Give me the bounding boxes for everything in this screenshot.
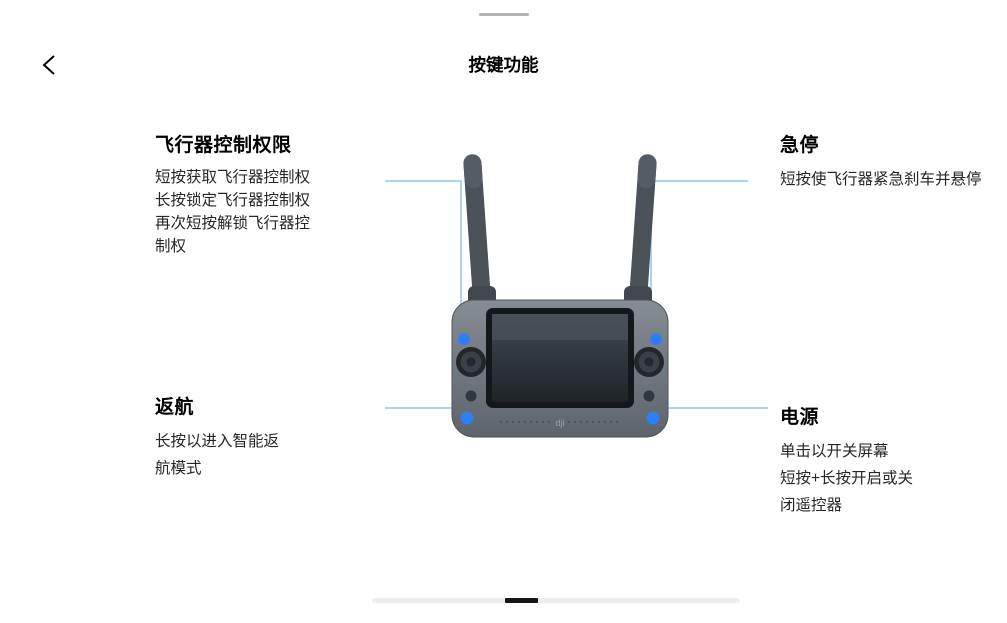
remote-controller-illustration: dji: [451, 154, 669, 438]
annotation-control-authority-line: 制权: [155, 238, 187, 255]
callout-line-control-authority-h: [385, 180, 461, 182]
annotation-control-authority: 飞行器控制权限 短按获取飞行器控制权 长按锁定飞行器控制权 再次短按解锁飞行器控…: [155, 130, 325, 258]
annotation-return-home-title: 返航: [155, 397, 195, 418]
callout-line-emergency-stop-h: [650, 180, 748, 182]
chevron-left-icon: [42, 55, 55, 75]
callout-line-power-h: [657, 407, 768, 409]
antenna-right-icon: [629, 154, 657, 307]
annotation-return-home: 返航 长按以进入智能返 航模式: [155, 392, 305, 482]
annotation-control-authority-line: 短按获取飞行器控制权: [155, 169, 311, 186]
left-stick: [456, 347, 486, 377]
annotation-emergency-stop-line: 短按使飞行器紧急刹车并悬停: [780, 171, 982, 188]
emergency-stop-button-highlight: [650, 333, 662, 345]
page-title: 按键功能: [468, 55, 539, 75]
page-scrollbar-thumb[interactable]: [505, 598, 538, 603]
annotation-power-line: 闭遥控器: [780, 497, 843, 514]
right-knob: [643, 390, 655, 402]
callout-line-control-authority-v: [460, 180, 462, 312]
sheet-drag-handle[interactable]: [478, 13, 529, 16]
annotation-emergency-stop-title: 急停: [780, 135, 820, 156]
return-home-button-highlight: [460, 411, 474, 425]
page-scrollbar-track[interactable]: [372, 598, 740, 603]
annotation-power-line: 单击以开关屏幕: [780, 443, 889, 460]
annotation-control-authority-line: 再次短按解锁飞行器控: [155, 215, 311, 232]
right-stick: [634, 347, 664, 377]
annotation-power: 电源 单击以开关屏幕 短按+长按开启或关 闭遥控器: [780, 402, 940, 519]
left-knob: [465, 390, 477, 402]
power-button-highlight: [646, 411, 660, 425]
annotation-return-home-line: 航模式: [155, 460, 202, 477]
annotation-control-authority-line: 长按锁定飞行器控制权: [155, 192, 311, 209]
control-authority-button-highlight: [458, 333, 470, 345]
annotation-emergency-stop: 急停 短按使飞行器紧急刹车并悬停: [780, 130, 1005, 193]
annotation-power-title: 电源: [780, 407, 820, 428]
annotation-power-line: 短按+长按开启或关: [780, 470, 914, 487]
brand-logo: dji: [555, 418, 564, 428]
annotation-control-authority-title: 飞行器控制权限: [155, 135, 292, 156]
antenna-left-icon: [463, 154, 491, 307]
callout-line-return-home-h: [385, 407, 461, 409]
back-button[interactable]: [34, 48, 64, 82]
screen-image: [492, 314, 628, 340]
annotation-return-home-line: 长按以进入智能返: [155, 433, 280, 450]
